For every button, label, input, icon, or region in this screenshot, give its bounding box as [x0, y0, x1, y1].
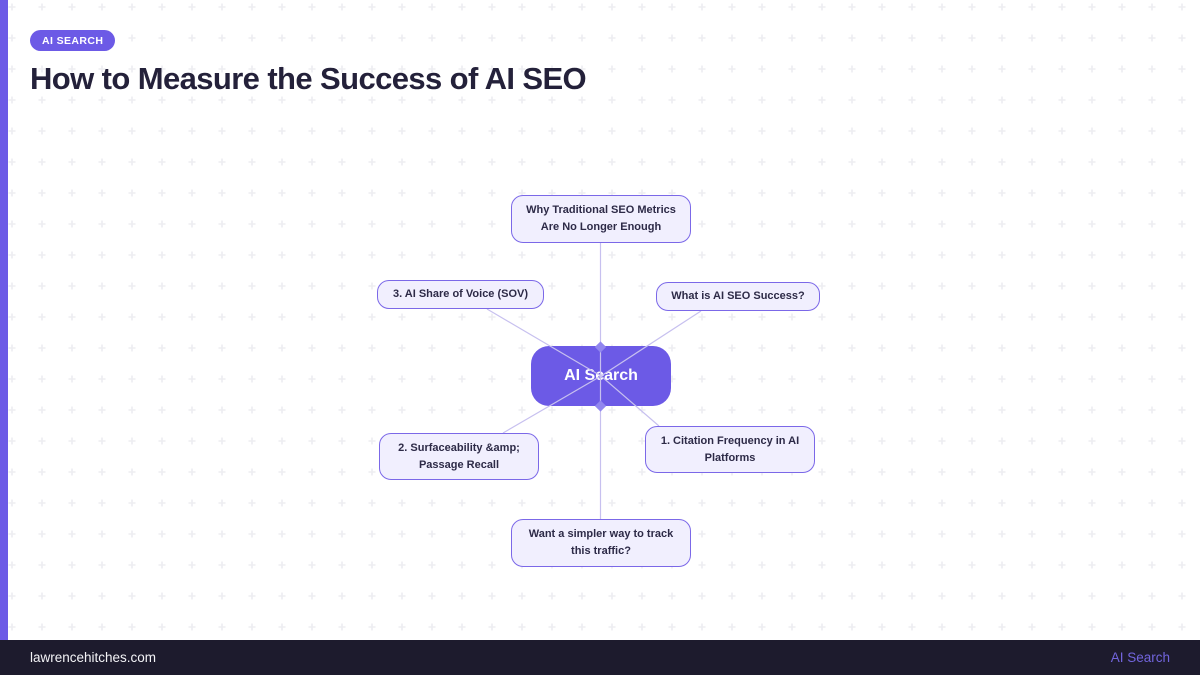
category-badge: AI SEARCH	[30, 30, 116, 51]
mindmap-node-what-is-ai-seo-success[interactable]: What is AI SEO Success?	[656, 282, 820, 311]
mindmap-node-simpler-way-to-track[interactable]: Want a simpler way to track this traffic…	[511, 519, 691, 567]
page-title: How to Measure the Success of AI SEO	[30, 61, 587, 96]
mindmap-node-citation-frequency[interactable]: 1. Citation Frequency in AI Platforms	[645, 426, 815, 473]
left-accent-bar	[0, 0, 8, 640]
mindmap-node-why-traditional-seo-metrics[interactable]: Why Traditional SEO Metrics Are No Longe…	[511, 195, 691, 243]
footer-website-link[interactable]: lawrencehitches.com	[30, 650, 157, 665]
mindmap-node-ai-share-of-voice[interactable]: 3. AI Share of Voice (SOV)	[377, 280, 544, 309]
header: AI SEARCH How to Measure the Success of …	[30, 30, 587, 97]
footer-brand-label: AI Search	[1110, 650, 1170, 665]
mindmap-center-node[interactable]: AI Search	[531, 346, 671, 406]
footer-bar: lawrencehitches.com AI Search	[0, 640, 1200, 675]
mindmap-node-surfaceability[interactable]: 2. Surfaceability &amp; Passage Recall	[379, 433, 539, 480]
